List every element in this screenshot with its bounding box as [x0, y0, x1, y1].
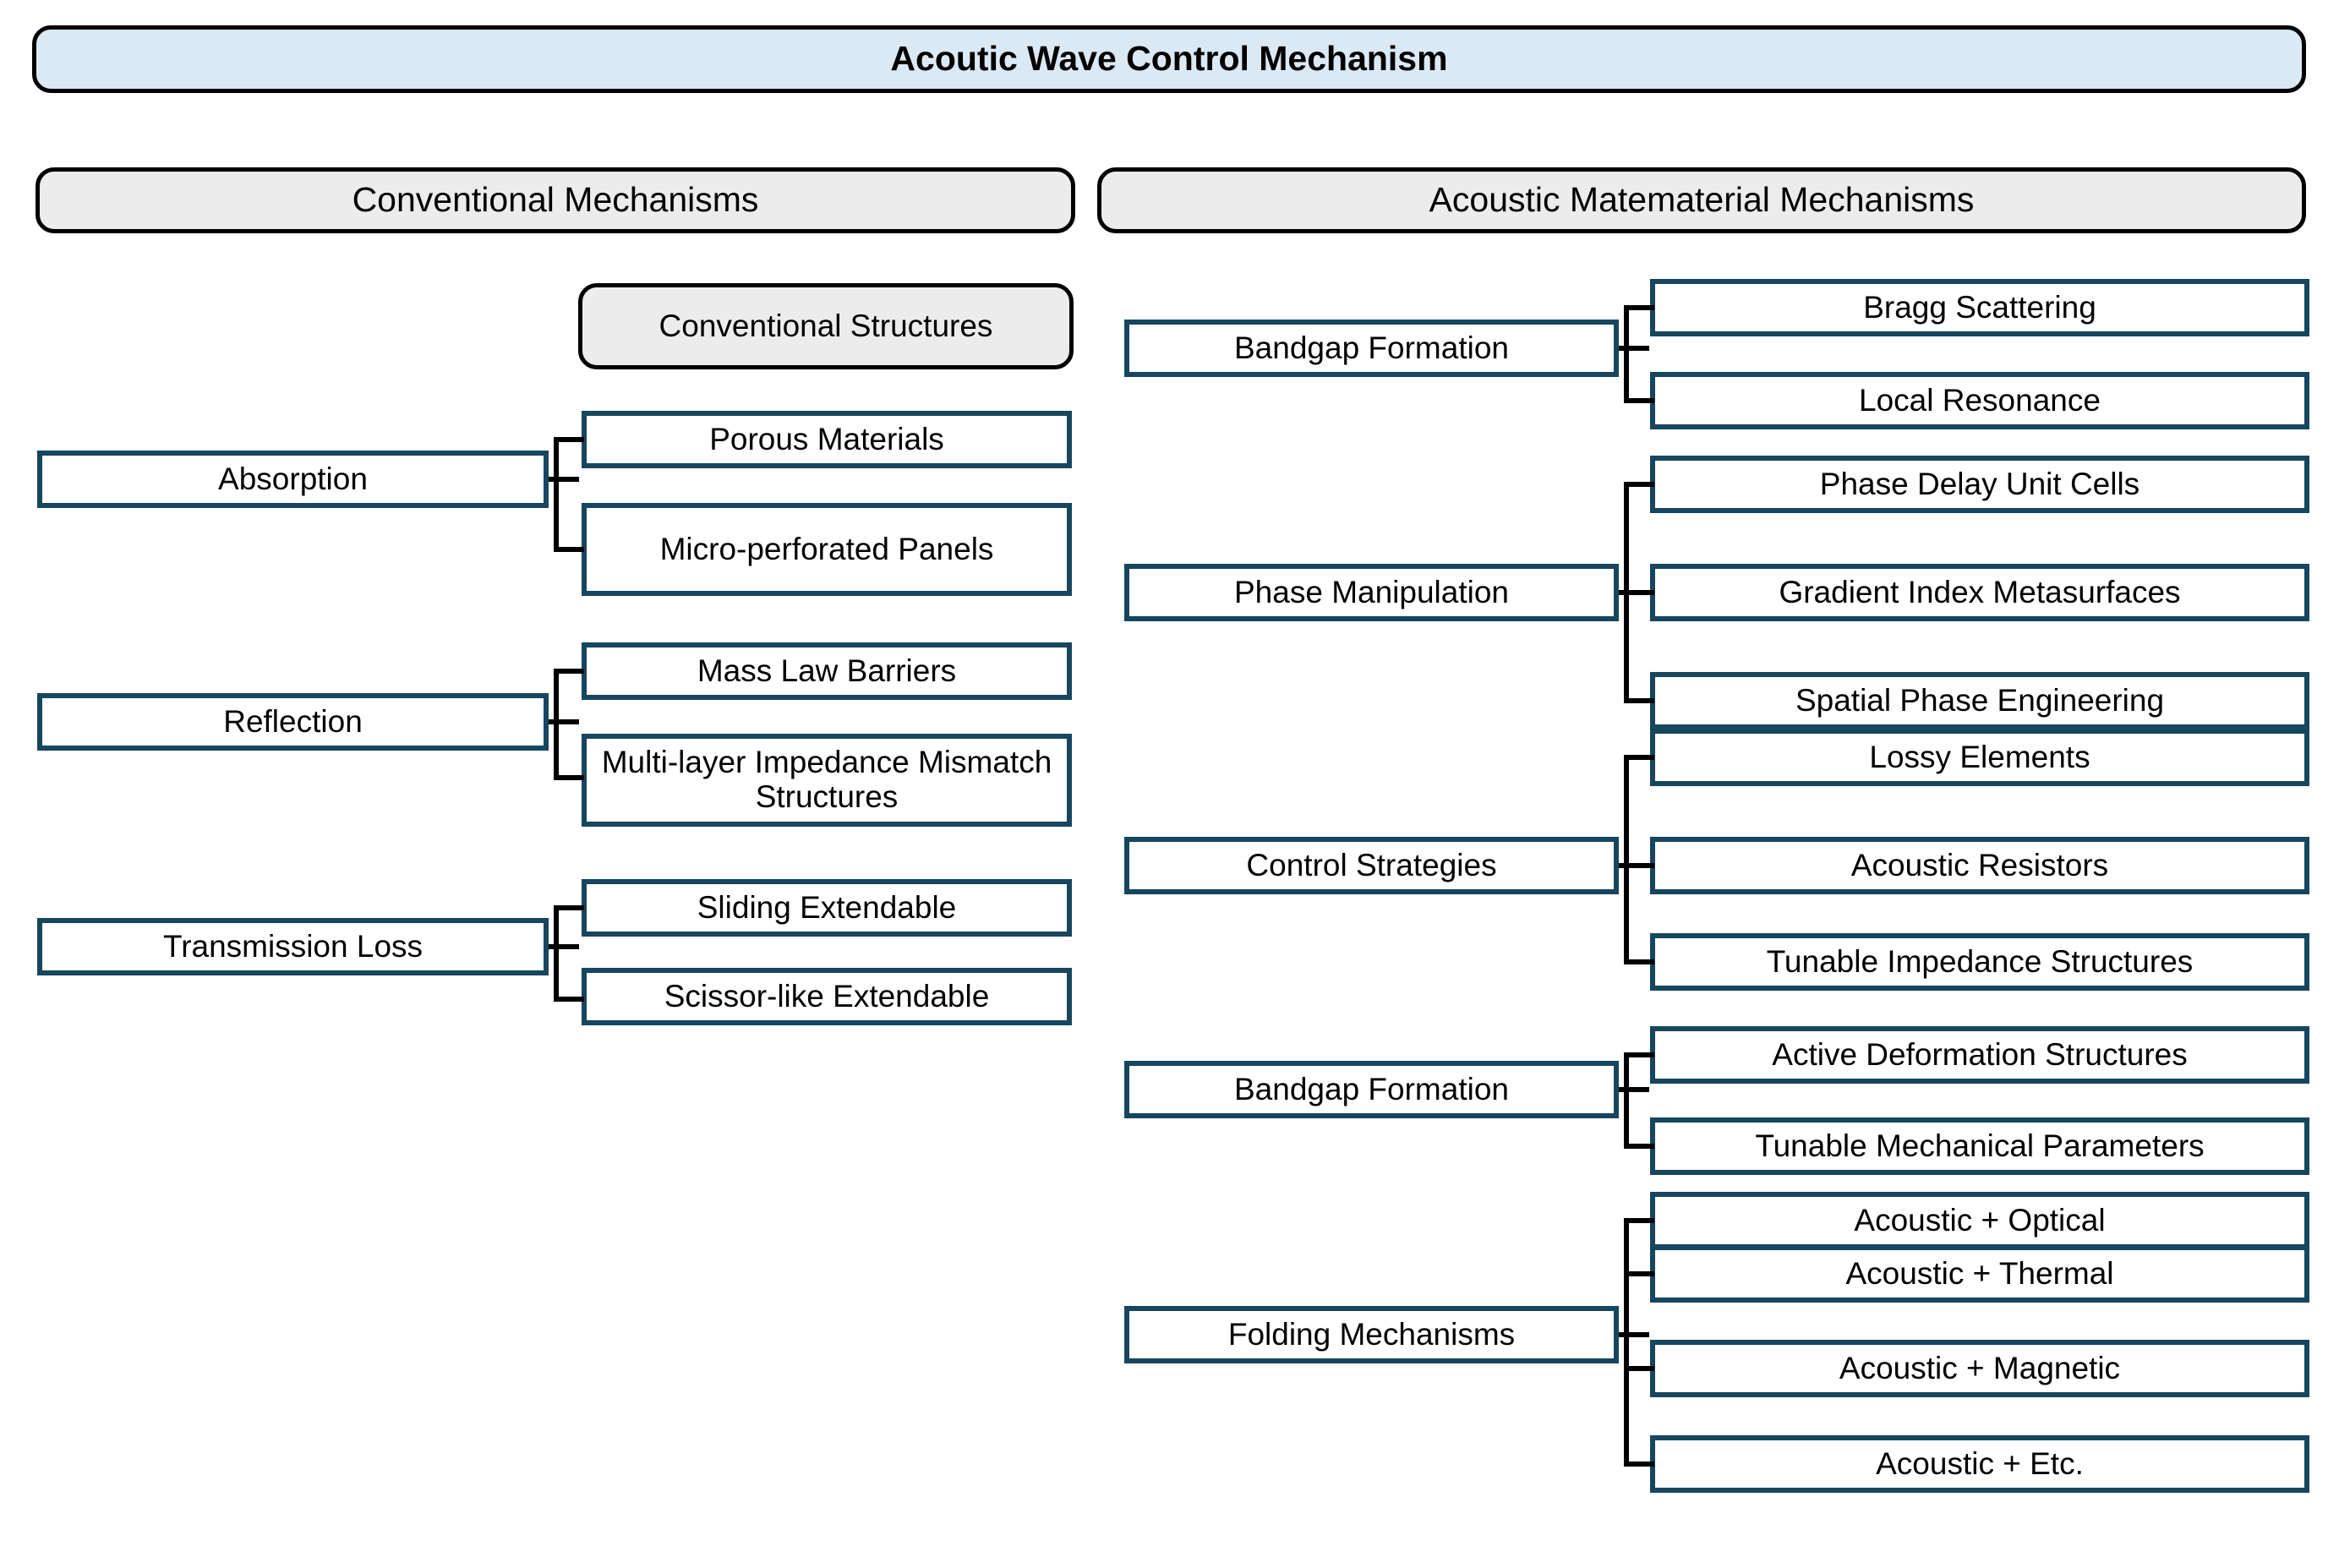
- node-spatial-phase-engineering[interactable]: Spatial Phase Engineering: [1650, 672, 2309, 729]
- connector-bandgap1-stub: [1619, 346, 1649, 351]
- connector-multilayer-stub: [554, 775, 584, 780]
- connector-local-resonance-stub: [1624, 398, 1654, 403]
- connector-porous-stub: [554, 437, 584, 442]
- connector-gradient-index-stub: [1624, 590, 1654, 595]
- connector-bandgap1-spine: [1624, 305, 1629, 403]
- connector-micro-perforated-stub: [554, 547, 584, 552]
- connector-folding-stub: [1619, 1332, 1649, 1337]
- connector-transmission-stub: [549, 944, 579, 949]
- connector-tunable-mechanical-stub: [1624, 1144, 1654, 1149]
- connector-bandgap2-spine: [1624, 1052, 1629, 1149]
- connector-active-deformation-stub: [1624, 1052, 1654, 1057]
- node-acoustic-etc[interactable]: Acoustic + Etc.: [1650, 1435, 2309, 1493]
- node-acoustic-thermal[interactable]: Acoustic + Thermal: [1650, 1245, 2309, 1303]
- node-phase-manipulation[interactable]: Phase Manipulation: [1124, 564, 1619, 621]
- node-bandgap-formation-1[interactable]: Bandgap Formation: [1124, 320, 1619, 377]
- connector-acoustic-optical-stub: [1624, 1218, 1654, 1223]
- node-sliding-extendable[interactable]: Sliding Extendable: [582, 879, 1072, 937]
- node-tunable-impedance-structures[interactable]: Tunable Impedance Structures: [1650, 933, 2309, 991]
- node-absorption[interactable]: Absorption: [37, 451, 549, 508]
- node-tunable-mechanical-parameters[interactable]: Tunable Mechanical Parameters: [1650, 1117, 2309, 1175]
- node-phase-delay-unit-cells[interactable]: Phase Delay Unit Cells: [1650, 456, 2309, 513]
- connector-control-strategies-spine: [1624, 755, 1629, 964]
- connector-spatial-phase-stub: [1624, 698, 1654, 703]
- node-acoustic-resistors[interactable]: Acoustic Resistors: [1650, 837, 2309, 894]
- node-transmission-loss[interactable]: Transmission Loss: [37, 918, 549, 975]
- node-bandgap-formation-2[interactable]: Bandgap Formation: [1124, 1061, 1619, 1118]
- connector-tunable-impedance-stub: [1624, 959, 1654, 964]
- node-active-deformation-structures[interactable]: Active Deformation Structures: [1650, 1026, 2309, 1084]
- connector-sliding-stub: [554, 905, 584, 910]
- node-micro-perforated-panels[interactable]: Micro-perforated Panels: [582, 503, 1072, 596]
- node-scissor-like-extendable[interactable]: Scissor-like Extendable: [582, 968, 1072, 1025]
- node-folding-mechanisms[interactable]: Folding Mechanisms: [1124, 1306, 1619, 1363]
- diagram-title: Acoutic Wave Control Mechanism: [32, 25, 2306, 93]
- connector-scissor-stub: [554, 997, 584, 1002]
- connector-acoustic-thermal-stub: [1624, 1271, 1654, 1276]
- connector-transmission-spine: [554, 905, 559, 1002]
- connector-mass-law-stub: [554, 669, 584, 674]
- node-multi-layer-impedance-mismatch-structures[interactable]: Multi-layer Impedance Mismatch Structure…: [582, 734, 1072, 827]
- node-porous-materials[interactable]: Porous Materials: [582, 411, 1072, 468]
- connector-absorption-spine: [554, 437, 559, 552]
- node-control-strategies[interactable]: Control Strategies: [1124, 837, 1619, 894]
- connector-bandgap2-stub: [1619, 1087, 1649, 1092]
- node-reflection[interactable]: Reflection: [37, 693, 549, 751]
- connector-folding-spine: [1624, 1218, 1629, 1461]
- node-gradient-index-metasurfaces[interactable]: Gradient Index Metasurfaces: [1650, 564, 2309, 621]
- node-mass-law-barriers[interactable]: Mass Law Barriers: [582, 642, 1072, 700]
- connector-acoustic-etc-stub: [1624, 1461, 1654, 1467]
- connector-acoustic-resistors-stub: [1624, 863, 1654, 868]
- column-header-conventional: Conventional Mechanisms: [36, 167, 1075, 233]
- connector-phase-delay-stub: [1624, 482, 1654, 487]
- connector-lossy-elements-stub: [1624, 755, 1654, 760]
- subheader-conventional-structures: Conventional Structures: [578, 283, 1074, 369]
- connector-reflection-stub: [549, 719, 579, 724]
- connector-bragg-stub: [1624, 305, 1654, 310]
- node-acoustic-optical[interactable]: Acoustic + Optical: [1650, 1192, 2309, 1249]
- connector-acoustic-magnetic-stub: [1624, 1366, 1654, 1371]
- connector-absorption-stub: [549, 477, 579, 482]
- node-bragg-scattering[interactable]: Bragg Scattering: [1650, 279, 2309, 336]
- node-lossy-elements[interactable]: Lossy Elements: [1650, 729, 2309, 786]
- column-header-metamaterial: Acoustic Matematerial Mechanisms: [1097, 167, 2306, 233]
- connector-reflection-spine: [554, 669, 559, 780]
- node-local-resonance[interactable]: Local Resonance: [1650, 372, 2309, 429]
- node-acoustic-magnetic[interactable]: Acoustic + Magnetic: [1650, 1340, 2309, 1397]
